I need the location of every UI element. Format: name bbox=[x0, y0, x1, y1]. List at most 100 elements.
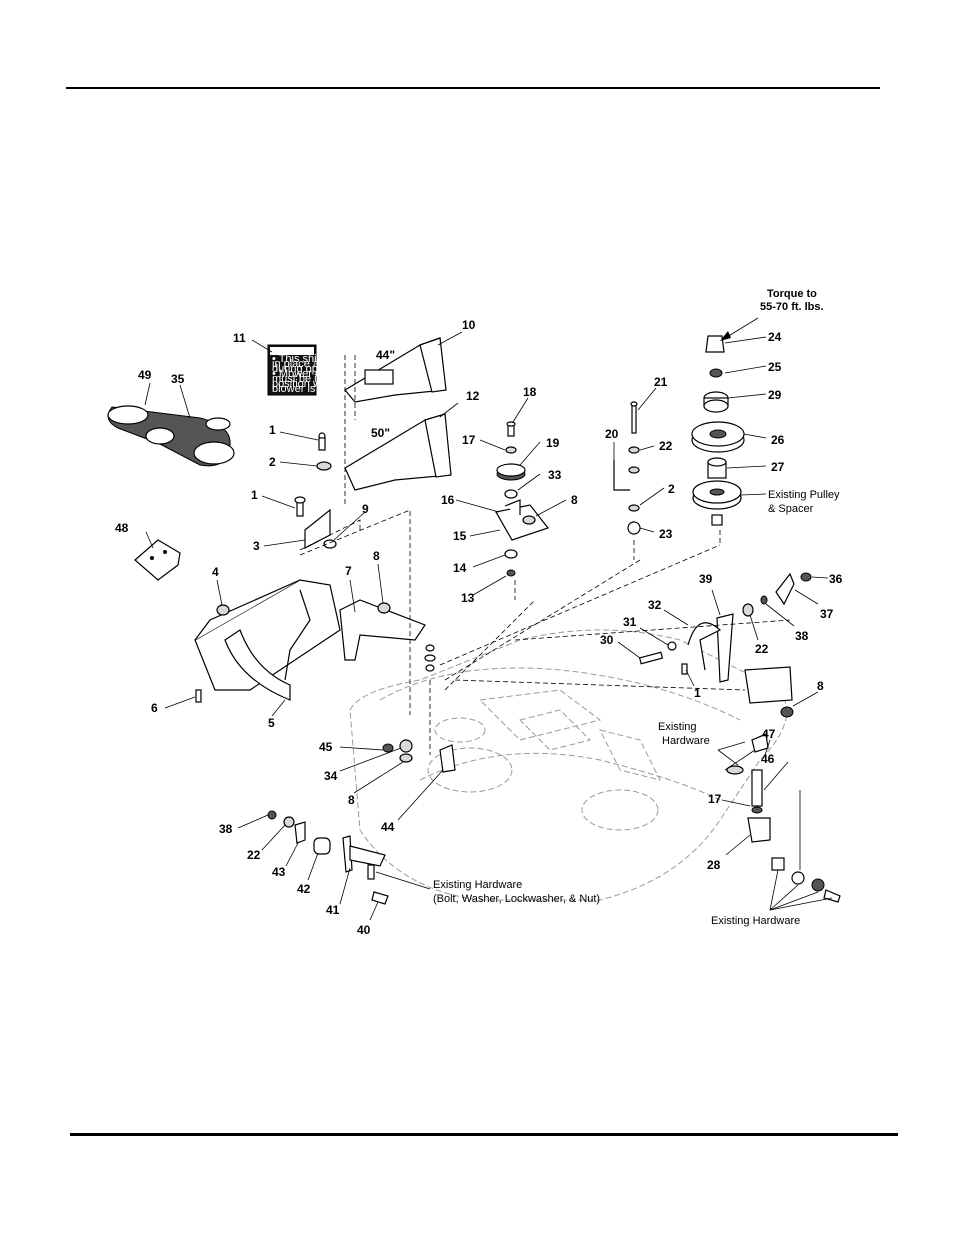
callout-30: 30 bbox=[600, 633, 614, 647]
callout-24: 24 bbox=[768, 330, 782, 344]
header-rule bbox=[66, 87, 880, 89]
existing-pulley-note-line-1: Existing Pulley bbox=[768, 489, 840, 501]
decal-line-7: blower is removed. bbox=[272, 383, 364, 395]
callout-41: 41 bbox=[326, 903, 340, 917]
pulley-right-small-icon bbox=[205, 417, 231, 431]
existing-pulley-note-line-2: & Spacer bbox=[768, 503, 814, 515]
leader-lines bbox=[144, 331, 833, 921]
torque-note-line-2: 55-70 ft. lbs. bbox=[760, 301, 824, 313]
callout-38-b: 38 bbox=[219, 822, 233, 836]
callout-1-b: 1 bbox=[251, 488, 258, 502]
diagram-notes: Torque to 55-70 ft. lbs. Existing Pulley… bbox=[433, 288, 840, 927]
callout-25: 25 bbox=[768, 360, 782, 374]
bracket-41-assembly bbox=[267, 810, 389, 905]
deflector-7 bbox=[339, 599, 426, 661]
callout-11: 11 bbox=[233, 331, 246, 345]
callout-33: 33 bbox=[548, 468, 562, 482]
warning-decal: • This shield must be in place at all ti… bbox=[267, 344, 373, 396]
bracket-44-assembly bbox=[382, 644, 456, 773]
callout-44-inch: 44" bbox=[376, 348, 395, 362]
callout-19: 19 bbox=[546, 436, 560, 450]
callout-9: 9 bbox=[362, 502, 369, 516]
existing-hardware-a-line-2: Hardware bbox=[662, 735, 710, 747]
decal-line-1: • This shield must be bbox=[272, 353, 373, 365]
callout-37: 37 bbox=[820, 607, 834, 621]
decal-line-2: in place at all times bbox=[272, 358, 366, 370]
callout-44: 44 bbox=[381, 820, 395, 834]
lift-arm-assembly bbox=[638, 572, 812, 718]
spring-assembly bbox=[724, 733, 841, 903]
decal-line-6: position when bbox=[272, 378, 339, 390]
callout-12: 12 bbox=[466, 389, 480, 403]
callout-15: 15 bbox=[453, 529, 467, 543]
callout-5: 5 bbox=[268, 716, 275, 730]
callout-32: 32 bbox=[648, 598, 662, 612]
callout-20: 20 bbox=[605, 427, 619, 441]
torque-arrowhead-icon bbox=[720, 331, 731, 341]
callout-18: 18 bbox=[523, 385, 537, 399]
callout-22-b: 22 bbox=[755, 642, 769, 656]
decal-line-5: must be in down bbox=[272, 373, 352, 385]
callout-4: 4 bbox=[212, 565, 219, 579]
callout-26: 26 bbox=[771, 433, 785, 447]
callout-45: 45 bbox=[319, 740, 333, 754]
callout-27: 27 bbox=[771, 460, 785, 474]
pulley-stack-right bbox=[691, 335, 745, 526]
decal-line-3: during operation. bbox=[272, 363, 355, 375]
pulley-right-icon bbox=[193, 441, 235, 465]
callout-8-d: 8 bbox=[348, 793, 355, 807]
callout-6: 6 bbox=[151, 701, 158, 715]
callout-29: 29 bbox=[768, 388, 782, 402]
callout-50-inch: 50" bbox=[371, 426, 390, 440]
callout-2-b: 2 bbox=[668, 482, 675, 496]
callout-22-a: 22 bbox=[659, 439, 673, 453]
callout-16: 16 bbox=[441, 493, 455, 507]
callout-43: 43 bbox=[272, 865, 286, 879]
callout-34: 34 bbox=[324, 769, 338, 783]
decal-line-4: • Mower deflector bbox=[272, 368, 357, 380]
callout-13: 13 bbox=[461, 591, 475, 605]
callout-28: 28 bbox=[707, 858, 721, 872]
belt-shield-44 bbox=[344, 337, 447, 403]
callout-21: 21 bbox=[654, 375, 668, 389]
callout-38-a: 38 bbox=[795, 629, 809, 643]
callout-2-a: 2 bbox=[269, 455, 276, 469]
idler-assembly-left bbox=[495, 421, 549, 577]
existing-hardware-b-line-1: Existing Hardware bbox=[433, 879, 522, 891]
pulley-middle-icon bbox=[145, 427, 175, 445]
callout-40: 40 bbox=[357, 923, 371, 937]
callout-17-b: 17 bbox=[708, 792, 722, 806]
callout-49: 49 bbox=[138, 368, 152, 382]
pulley-left-icon bbox=[107, 405, 149, 425]
mower-deck-outline bbox=[349, 629, 788, 901]
assembly-dashed-lines bbox=[299, 509, 791, 755]
torque-note-line-1: Torque to bbox=[767, 288, 817, 300]
callout-8-a: 8 bbox=[373, 549, 380, 563]
callout-46: 46 bbox=[761, 752, 775, 766]
bracket-3 bbox=[294, 432, 337, 549]
callout-39: 39 bbox=[699, 572, 713, 586]
callout-47: 47 bbox=[762, 727, 776, 741]
existing-hardware-b-line-2: (Bolt, Washer, Lockwasher, & Nut) bbox=[433, 893, 600, 905]
callout-3: 3 bbox=[253, 539, 260, 553]
callout-17-a: 17 bbox=[462, 433, 476, 447]
callout-31: 31 bbox=[623, 615, 637, 629]
callout-7: 7 bbox=[345, 564, 352, 578]
existing-hardware-c: Existing Hardware bbox=[711, 915, 800, 927]
footer-rule bbox=[70, 1133, 898, 1136]
callout-22-c: 22 bbox=[247, 848, 261, 862]
callout-8-c: 8 bbox=[817, 679, 824, 693]
callout-labels: 11 10 49 35 12 44" 50" 1 2 1 9 3 48 4 8 … bbox=[115, 318, 843, 937]
callout-36: 36 bbox=[829, 572, 843, 586]
idler-assembly-middle bbox=[613, 401, 641, 535]
callout-10: 10 bbox=[462, 318, 476, 332]
existing-hardware-a-line-1: Existing bbox=[658, 721, 697, 733]
mower-belt-assembly bbox=[107, 405, 235, 467]
callout-1-c: 1 bbox=[694, 686, 701, 700]
belt-shield-50 bbox=[344, 413, 452, 491]
callout-48: 48 bbox=[115, 521, 129, 535]
callout-23: 23 bbox=[659, 527, 673, 541]
discharge-chute bbox=[194, 579, 341, 703]
callout-8-b: 8 bbox=[571, 493, 578, 507]
